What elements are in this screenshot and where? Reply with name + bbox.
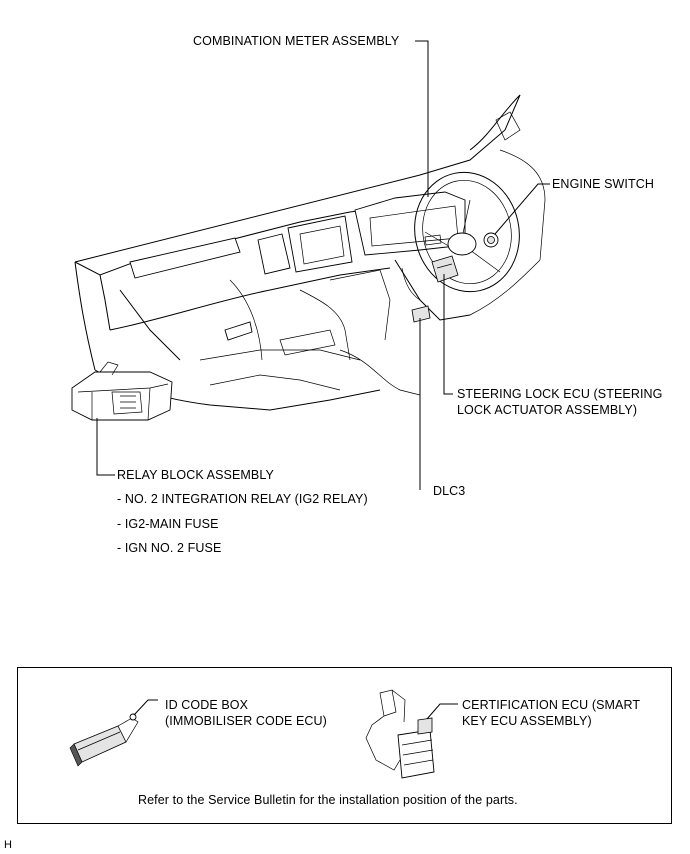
notice-box (17, 667, 672, 824)
id-code-box-icon (69, 699, 158, 767)
label-certification-ecu-line2: KEY ECU ASSEMBLY) (462, 714, 592, 728)
label-relay-item-3: - IGN NO. 2 FUSE (117, 541, 222, 555)
label-dlc3: DLC3 (433, 484, 466, 498)
leader-relay-block (96, 418, 115, 476)
leader-combination-meter (415, 40, 429, 197)
label-relay-item-1: - NO. 2 INTEGRATION RELAY (IG2 RELAY) (117, 492, 368, 506)
label-combination-meter: COMBINATION METER ASSEMBLY (193, 34, 400, 48)
label-id-code-box-line2: (IMMOBILISER CODE ECU) (165, 714, 327, 728)
certification-ecu-icon (365, 689, 458, 779)
label-steering-lock-line2: LOCK ACTUATOR ASSEMBLY) (457, 403, 638, 417)
notice-footer-text: Refer to the Service Bulletin for the in… (138, 793, 518, 807)
leader-steering-lock (443, 274, 453, 395)
label-id-code-box-line1: ID CODE BOX (165, 698, 249, 712)
label-engine-switch: ENGINE SWITCH (552, 177, 654, 191)
label-relay-item-2: - IG2-MAIN FUSE (117, 517, 219, 531)
label-certification-ecu-line1: CERTIFICATION ECU (SMART (462, 698, 641, 712)
corner-mark: H (4, 839, 13, 851)
label-steering-lock-line1: STEERING LOCK ECU (STEERING (457, 387, 663, 401)
leader-engine-switch (494, 183, 550, 235)
label-relay-block: RELAY BLOCK ASSEMBLY (117, 468, 274, 482)
